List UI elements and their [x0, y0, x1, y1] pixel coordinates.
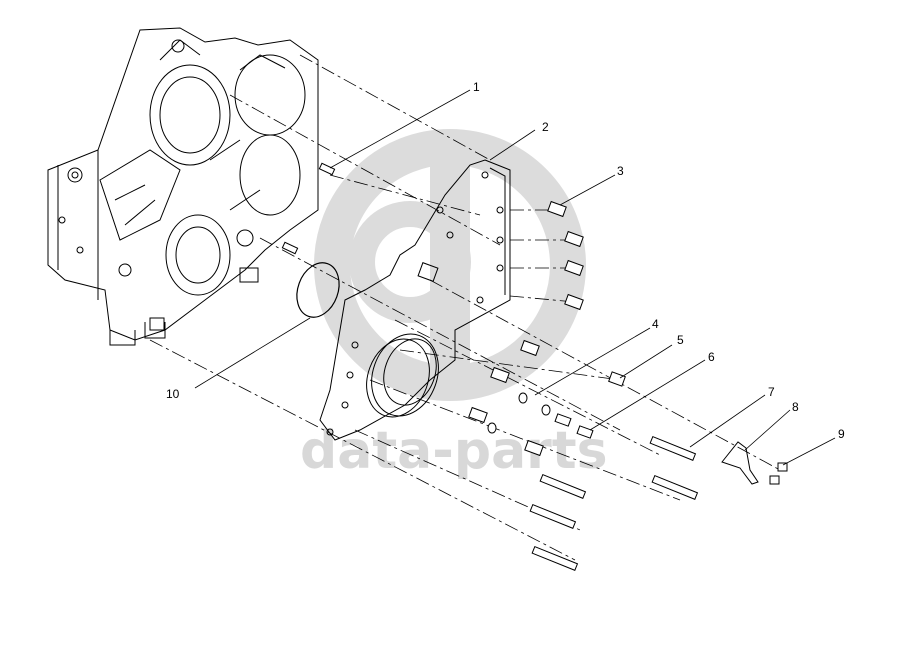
watermark-text: data-parts — [300, 421, 608, 481]
long-bolts — [529, 435, 699, 571]
callout-10: 10 — [166, 387, 180, 401]
gear-housing — [47, 27, 319, 346]
callout-3: 3 — [617, 164, 624, 178]
bracket-and-screw — [721, 441, 788, 485]
callout-5: 5 — [677, 333, 684, 347]
front-seal — [366, 333, 439, 418]
callout-6: 6 — [708, 350, 715, 364]
washers — [487, 392, 594, 439]
o-ring — [296, 262, 340, 318]
callout-7: 7 — [768, 385, 775, 399]
callout-4: 4 — [652, 317, 659, 331]
callout-1: 1 — [473, 80, 480, 94]
dowel-pins — [281, 162, 336, 255]
callout-8: 8 — [792, 400, 799, 414]
short-bolts — [468, 200, 626, 457]
callout-9: 9 — [838, 427, 845, 441]
cover-plate-gasket — [319, 159, 511, 441]
callout-2: 2 — [542, 120, 549, 134]
callout-leaders — [194, 89, 836, 466]
